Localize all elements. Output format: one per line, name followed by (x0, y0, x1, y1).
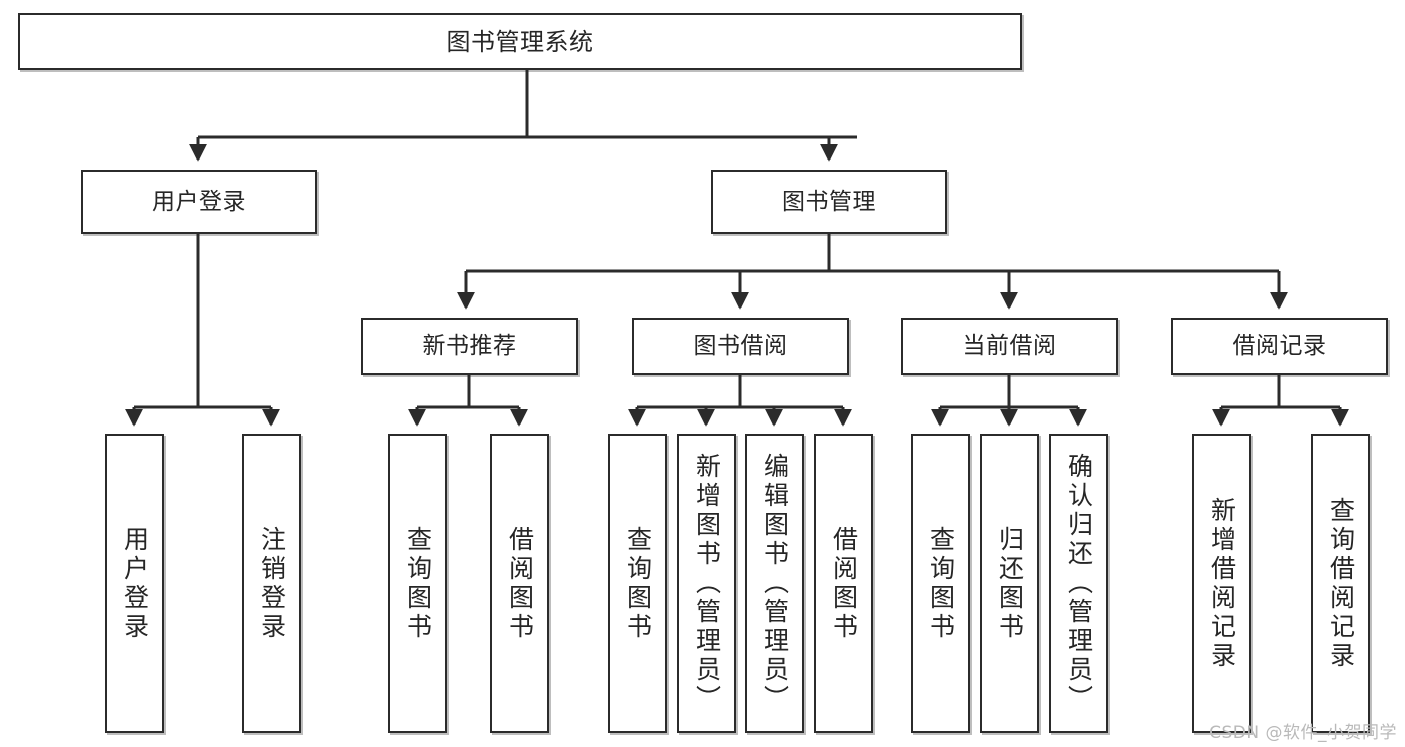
leaf-current-borrow-query-book[interactable]: 查询图书 (911, 434, 970, 733)
node-label: 借阅图书 (829, 525, 859, 642)
leaf-book-borrow-borrow-book[interactable]: 借阅图书 (814, 434, 873, 733)
leaf-book-borrow-edit-book-admin[interactable]: 编辑图书（管理员） (745, 434, 804, 733)
node-label: 图书管理系统 (446, 27, 594, 56)
node-label: 新增图书（管理员） (692, 453, 722, 714)
node-label: 用户登录 (120, 525, 150, 642)
node-label: 查询图书 (623, 525, 653, 642)
node-label: 归还图书 (995, 525, 1025, 642)
node-label: 借阅图书 (505, 525, 535, 642)
node-label: 用户登录 (152, 188, 246, 215)
node-label: 查询借阅记录 (1326, 496, 1356, 671)
leaf-current-borrow-return-book[interactable]: 归还图书 (980, 434, 1039, 733)
leaf-user-login-login[interactable]: 用户登录 (105, 434, 164, 733)
leaf-borrow-record-query-record[interactable]: 查询借阅记录 (1311, 434, 1370, 733)
node-label: 编辑图书（管理员） (760, 453, 790, 714)
leaf-book-borrow-add-book-admin[interactable]: 新增图书（管理员） (677, 434, 736, 733)
node-root-system[interactable]: 图书管理系统 (18, 13, 1022, 70)
node-label: 图书借阅 (693, 333, 788, 359)
leaf-borrow-record-add-record[interactable]: 新增借阅记录 (1192, 434, 1251, 733)
node-current-borrow[interactable]: 当前借阅 (901, 318, 1118, 375)
node-label: 查询图书 (926, 525, 956, 642)
node-label: 查询图书 (403, 525, 433, 642)
node-new-book-recommend[interactable]: 新书推荐 (361, 318, 578, 375)
node-book-borrow[interactable]: 图书借阅 (632, 318, 849, 375)
node-label: 注销登录 (257, 525, 287, 642)
leaf-current-borrow-confirm-return-admin[interactable]: 确认归还（管理员） (1049, 434, 1108, 733)
node-label: 新书推荐 (422, 333, 517, 359)
watermark-text: CSDN @软件_小贺同学 (1209, 723, 1397, 743)
leaf-new-book-borrow-book[interactable]: 借阅图书 (490, 434, 549, 733)
node-label: 新增借阅记录 (1207, 496, 1237, 671)
node-label: 图书管理 (782, 188, 876, 215)
node-user-login[interactable]: 用户登录 (81, 170, 317, 234)
node-label: 确认归还（管理员） (1064, 453, 1094, 714)
node-label: 借阅记录 (1232, 333, 1327, 359)
leaf-new-book-query-book[interactable]: 查询图书 (388, 434, 447, 733)
leaf-user-login-logout[interactable]: 注销登录 (242, 434, 301, 733)
node-book-management[interactable]: 图书管理 (711, 170, 947, 234)
leaf-book-borrow-query-book[interactable]: 查询图书 (608, 434, 667, 733)
node-label: 当前借阅 (962, 333, 1057, 359)
node-borrow-record[interactable]: 借阅记录 (1171, 318, 1388, 375)
